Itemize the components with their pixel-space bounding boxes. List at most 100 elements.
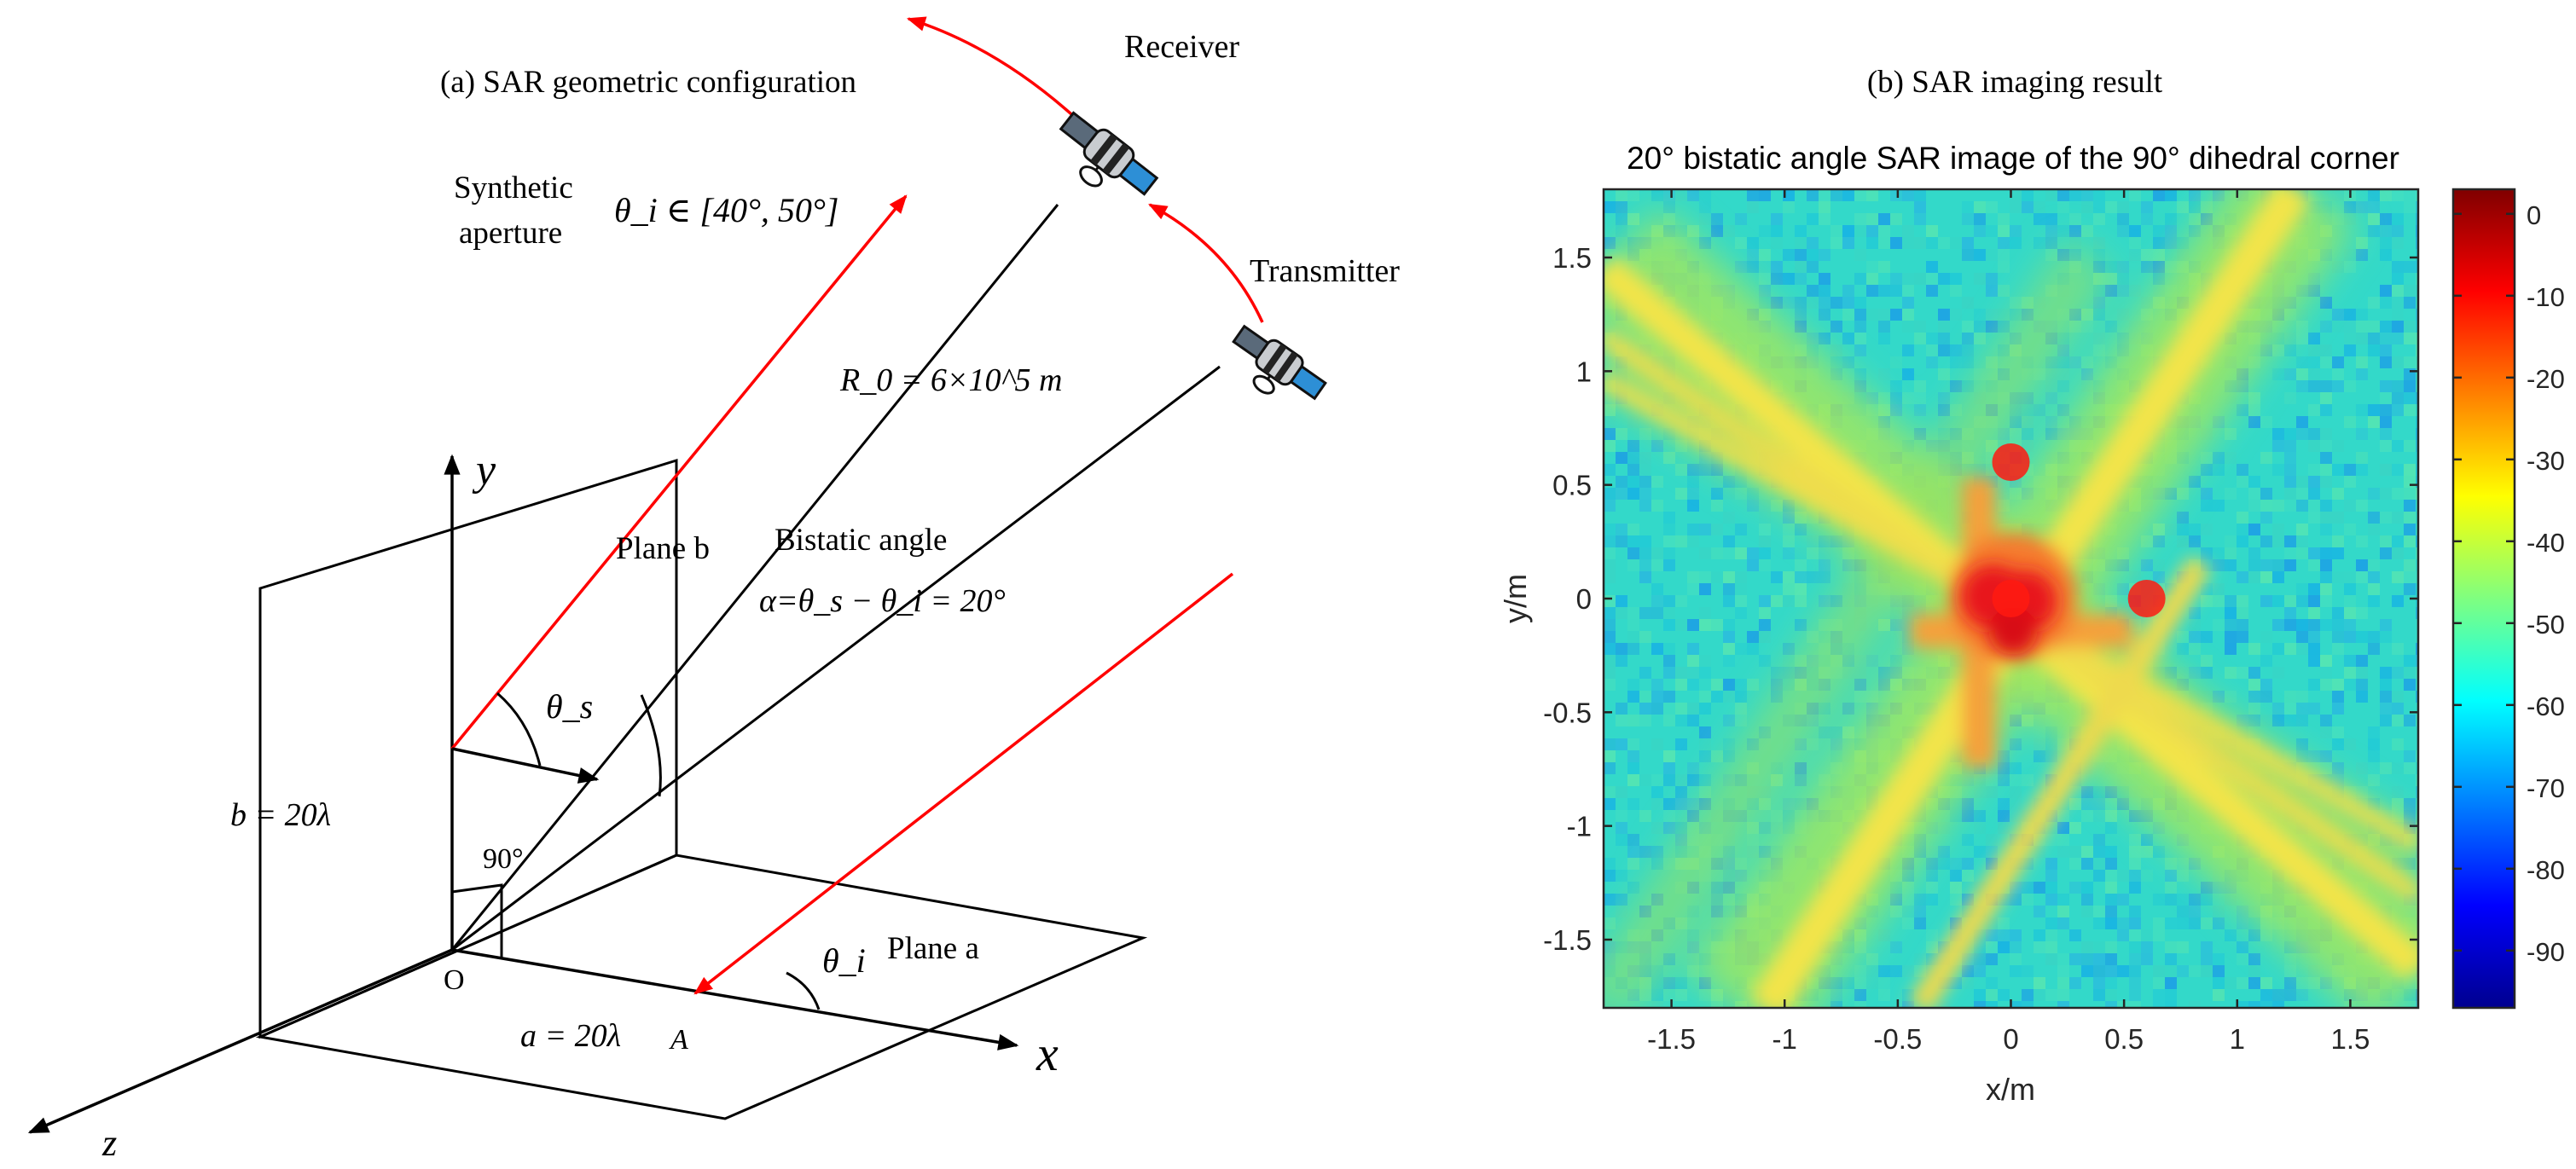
noise-cell bbox=[2057, 894, 2069, 906]
noise-cell bbox=[1604, 488, 1616, 500]
synthetic-label-2: aperture bbox=[459, 216, 562, 251]
noise-cell bbox=[2416, 547, 2418, 559]
noise-cell bbox=[2380, 667, 2392, 679]
noise-cell bbox=[2368, 321, 2380, 333]
noise-cell bbox=[1914, 392, 1926, 404]
noise-cell bbox=[1616, 643, 1627, 655]
noise-cell bbox=[1890, 906, 1902, 917]
noise-cell bbox=[1950, 882, 1962, 894]
noise-cell bbox=[2320, 679, 2332, 691]
noise-cell bbox=[1926, 261, 1938, 273]
noise-cell bbox=[2237, 535, 2248, 547]
noise-cell bbox=[1962, 810, 1974, 822]
noise-cell bbox=[2296, 356, 2308, 368]
noise-cell bbox=[1759, 595, 1771, 607]
noise-cell bbox=[1616, 213, 1627, 225]
noise-cell bbox=[2344, 344, 2356, 356]
noise-cell bbox=[1723, 679, 1735, 691]
noise-cell bbox=[1723, 631, 1735, 643]
noise-cell bbox=[1998, 798, 2010, 810]
noise-cell bbox=[1639, 452, 1651, 464]
noise-cell bbox=[1914, 917, 1926, 929]
noise-cell bbox=[2105, 798, 2117, 810]
noise-cell bbox=[1759, 273, 1771, 285]
noise-cell bbox=[2332, 368, 2344, 380]
noise-cell bbox=[2165, 225, 2177, 237]
noise-cell bbox=[1699, 929, 1711, 941]
noise-cell bbox=[1986, 929, 1998, 941]
incident-arrow bbox=[693, 572, 1234, 995]
noise-cell bbox=[2296, 703, 2308, 715]
noise-cell bbox=[2356, 607, 2368, 619]
noise-cell bbox=[1819, 285, 1830, 297]
noise-cell bbox=[2010, 798, 2022, 810]
noise-cell bbox=[2380, 189, 2392, 201]
noise-cell bbox=[2380, 440, 2392, 452]
noise-cell bbox=[2368, 750, 2380, 762]
bright-point bbox=[2127, 580, 2166, 617]
origin-label: O bbox=[444, 964, 465, 996]
noise-cell bbox=[2045, 392, 2057, 404]
noise-cell bbox=[1830, 989, 1842, 1001]
noise-cell bbox=[2368, 738, 2380, 750]
noise-cell bbox=[2177, 667, 2189, 679]
noise-cell bbox=[2177, 894, 2189, 906]
noise-cell bbox=[1938, 846, 1950, 858]
noise-cell bbox=[2165, 977, 2177, 989]
noise-cell bbox=[2069, 953, 2081, 965]
noise-cell bbox=[1699, 547, 1711, 559]
noise-cell bbox=[1842, 285, 1854, 297]
noise-cell bbox=[2272, 535, 2284, 547]
noise-cell bbox=[2404, 392, 2416, 404]
noise-cell bbox=[2380, 285, 2392, 297]
noise-cell bbox=[1604, 607, 1616, 619]
noise-cell bbox=[1663, 524, 1675, 535]
noise-cell bbox=[1759, 547, 1771, 559]
noise-cell bbox=[2237, 607, 2248, 619]
noise-cell bbox=[2296, 989, 2308, 1001]
noise-cell bbox=[2045, 894, 2057, 906]
noise-cell bbox=[1807, 547, 1819, 559]
noise-cell bbox=[1627, 607, 1639, 619]
noise-cell bbox=[1699, 607, 1711, 619]
noise-cell bbox=[2093, 870, 2105, 882]
noise-cell bbox=[1699, 583, 1711, 595]
noise-cell bbox=[1663, 774, 1675, 786]
noise-cell bbox=[2201, 201, 2213, 213]
noise-cell bbox=[2320, 392, 2332, 404]
noise-cell bbox=[1938, 392, 1950, 404]
noise-cell bbox=[2057, 965, 2069, 977]
noise-cell bbox=[2296, 368, 2308, 380]
plane-b-label: Plane b bbox=[616, 531, 710, 566]
noise-cell bbox=[1986, 273, 1998, 285]
noise-cell bbox=[2045, 929, 2057, 941]
noise-cell bbox=[2320, 452, 2332, 464]
noise-cell bbox=[1759, 261, 1771, 273]
noise-cell bbox=[2284, 715, 2296, 726]
noise-cell bbox=[2057, 201, 2069, 213]
noise-cell bbox=[2344, 679, 2356, 691]
noise-cell bbox=[2010, 965, 2022, 977]
noise-cell bbox=[1950, 977, 1962, 989]
noise-cell bbox=[2045, 917, 2057, 929]
noise-cell bbox=[1795, 774, 1807, 786]
noise-cell bbox=[2392, 356, 2404, 368]
noise-cell bbox=[2057, 822, 2069, 834]
normal-arrow bbox=[451, 747, 600, 784]
noise-cell bbox=[2201, 667, 2213, 679]
noise-cell bbox=[2213, 452, 2225, 464]
noise-cell bbox=[1890, 213, 1902, 225]
noise-cell bbox=[2320, 428, 2332, 440]
noise-cell bbox=[1627, 691, 1639, 703]
noise-cell bbox=[2105, 1001, 2117, 1008]
noise-cell bbox=[2356, 631, 2368, 643]
noise-cell bbox=[2153, 524, 2165, 535]
noise-cell bbox=[1807, 213, 1819, 225]
noise-cell bbox=[1723, 715, 1735, 726]
noise-cell bbox=[2404, 524, 2416, 535]
noise-cell bbox=[1962, 858, 1974, 870]
noise-cell bbox=[2081, 356, 2093, 368]
noise-cell bbox=[2022, 416, 2034, 428]
noise-cell bbox=[1902, 917, 1914, 929]
noise-cell bbox=[2380, 488, 2392, 500]
